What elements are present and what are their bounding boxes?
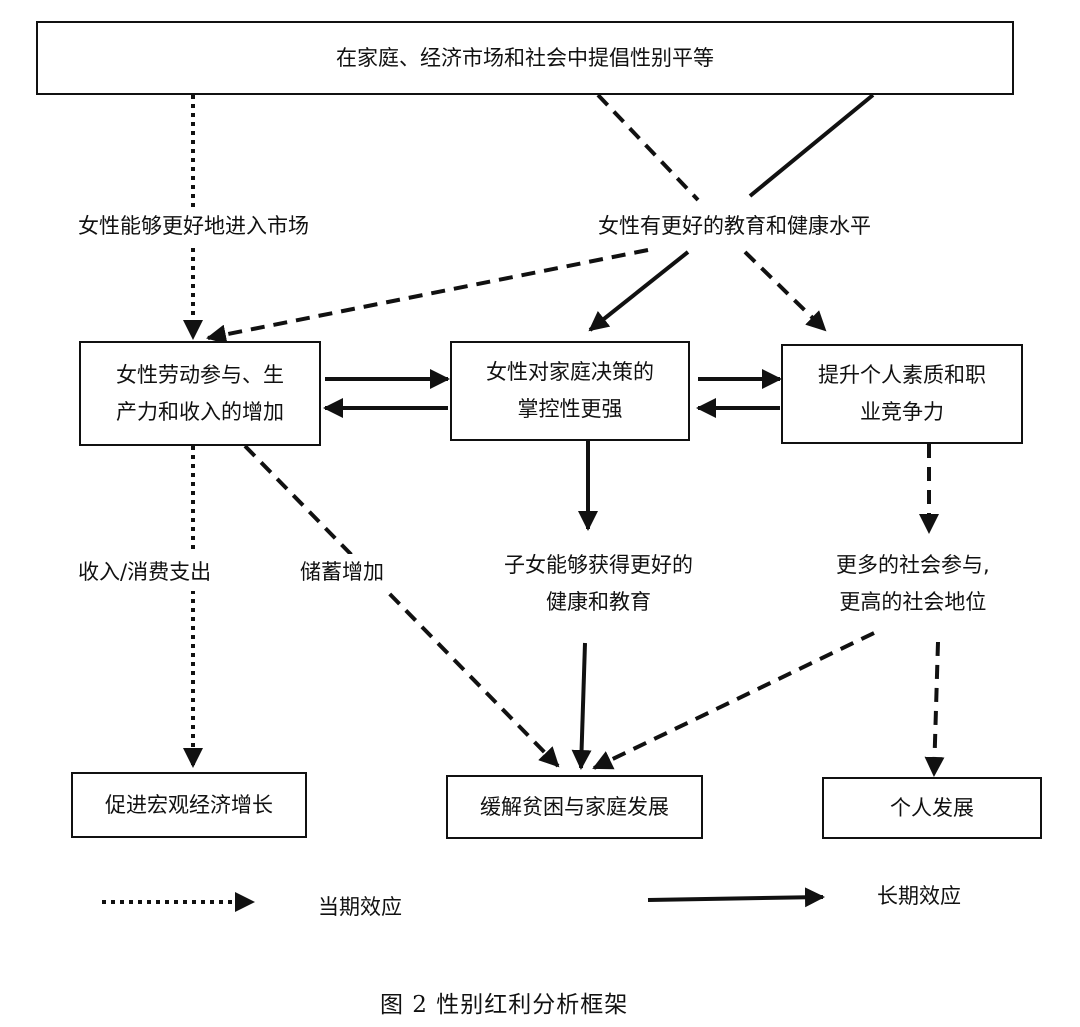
- market-label: 女性能够更好地进入市场: [74, 208, 313, 245]
- figure-caption: 图 2 性别红利分析框架: [380, 992, 629, 1018]
- quality-box: 提升个人素质和职 业竞争力: [781, 344, 1023, 444]
- arrow-social-to-poverty: [592, 631, 875, 770]
- personal-box: 个人发展: [822, 777, 1042, 839]
- savings-label: 储蓄增加: [296, 554, 388, 591]
- poverty-box: 缓解贫困与家庭发展: [446, 775, 703, 839]
- legend-solid-arrow: [647, 887, 825, 908]
- arrow-children-to-poverty: [571, 642, 592, 770]
- arrow-social-to-personal: [924, 641, 945, 777]
- arrow-labor-to-poverty: [243, 444, 560, 768]
- arrow-education-to-quality: [743, 250, 827, 332]
- arrow-education-to-labor: [206, 248, 649, 345]
- arrow-education-to-decision: [588, 250, 690, 332]
- arrow-top-to-education-solid: [748, 93, 875, 198]
- children-label: 子女能够获得更好的 健康和教育: [500, 547, 697, 621]
- top-box: 在家庭、经济市场和社会中提倡性别平等: [36, 21, 1014, 95]
- income-label: 收入/消费支出: [74, 554, 216, 591]
- arrow-top-to-education: [596, 93, 700, 202]
- decision-box: 女性对家庭决策的 掌控性更强: [450, 341, 690, 441]
- labor-box: 女性劳动参与、生 产力和收入的增加: [79, 341, 321, 446]
- social-label: 更多的社会参与, 更高的社会地位: [832, 547, 994, 621]
- macro-box: 促进宏观经济增长: [71, 772, 307, 838]
- legend-long-term: 长期效应: [873, 878, 965, 915]
- legend-short-term: 当期效应: [314, 889, 406, 926]
- education-label: 女性有更好的教育和健康水平: [594, 208, 875, 245]
